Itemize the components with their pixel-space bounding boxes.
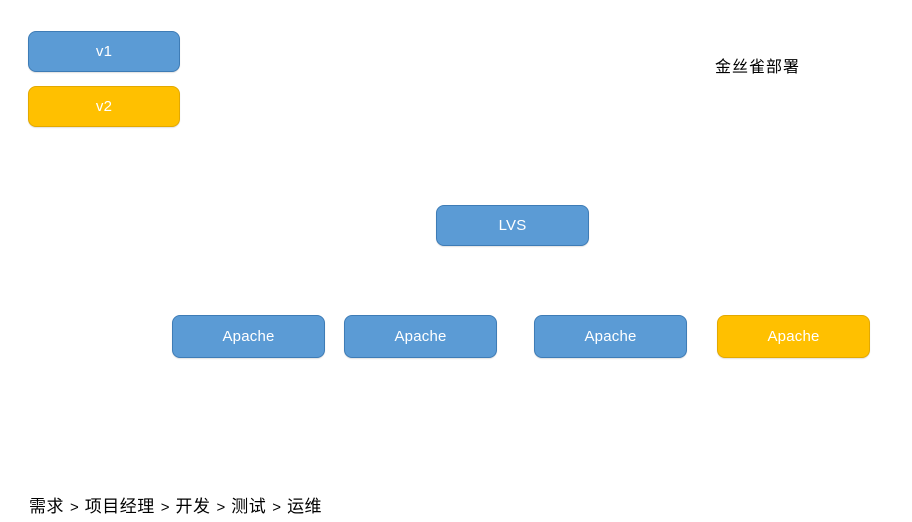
version-node-v2-label: v2 [95,98,113,115]
server-node-apache-2-label: Apache [394,328,447,345]
breadcrumb-item-testing[interactable]: 测试 [231,497,267,516]
diagram-title: 金丝雀部署 [715,59,801,76]
breadcrumb-item-development[interactable]: 开发 [175,497,211,516]
breadcrumb: 需求 > 项目经理 > 开发 > 测试 > 运维 [29,492,322,517]
server-node-apache-3[interactable]: Apache [534,315,687,358]
version-node-v1[interactable]: v1 [28,31,180,72]
server-node-apache-4-label: Apache [767,328,820,345]
breadcrumb-separator-icon: > [272,499,282,516]
server-node-apache-1-label: Apache [222,328,275,345]
server-node-apache-3-label: Apache [584,328,637,345]
breadcrumb-separator-icon: > [70,499,79,516]
breadcrumb-item-project-manager[interactable]: 项目经理 [84,497,155,516]
breadcrumb-item-operations[interactable]: 运维 [287,497,323,516]
load-balancer-node-lvs-label: LVS [498,217,527,234]
load-balancer-node-lvs[interactable]: LVS [436,205,589,246]
server-node-apache-1[interactable]: Apache [172,315,325,358]
breadcrumb-item-requirements[interactable]: 需求 [29,497,64,516]
breadcrumb-separator-icon: > [160,499,170,516]
server-node-apache-2[interactable]: Apache [344,315,497,358]
version-node-v1-label: v1 [95,43,113,60]
breadcrumb-separator-icon: > [216,499,226,516]
server-node-apache-4[interactable]: Apache [717,315,870,358]
version-node-v2[interactable]: v2 [28,86,180,127]
